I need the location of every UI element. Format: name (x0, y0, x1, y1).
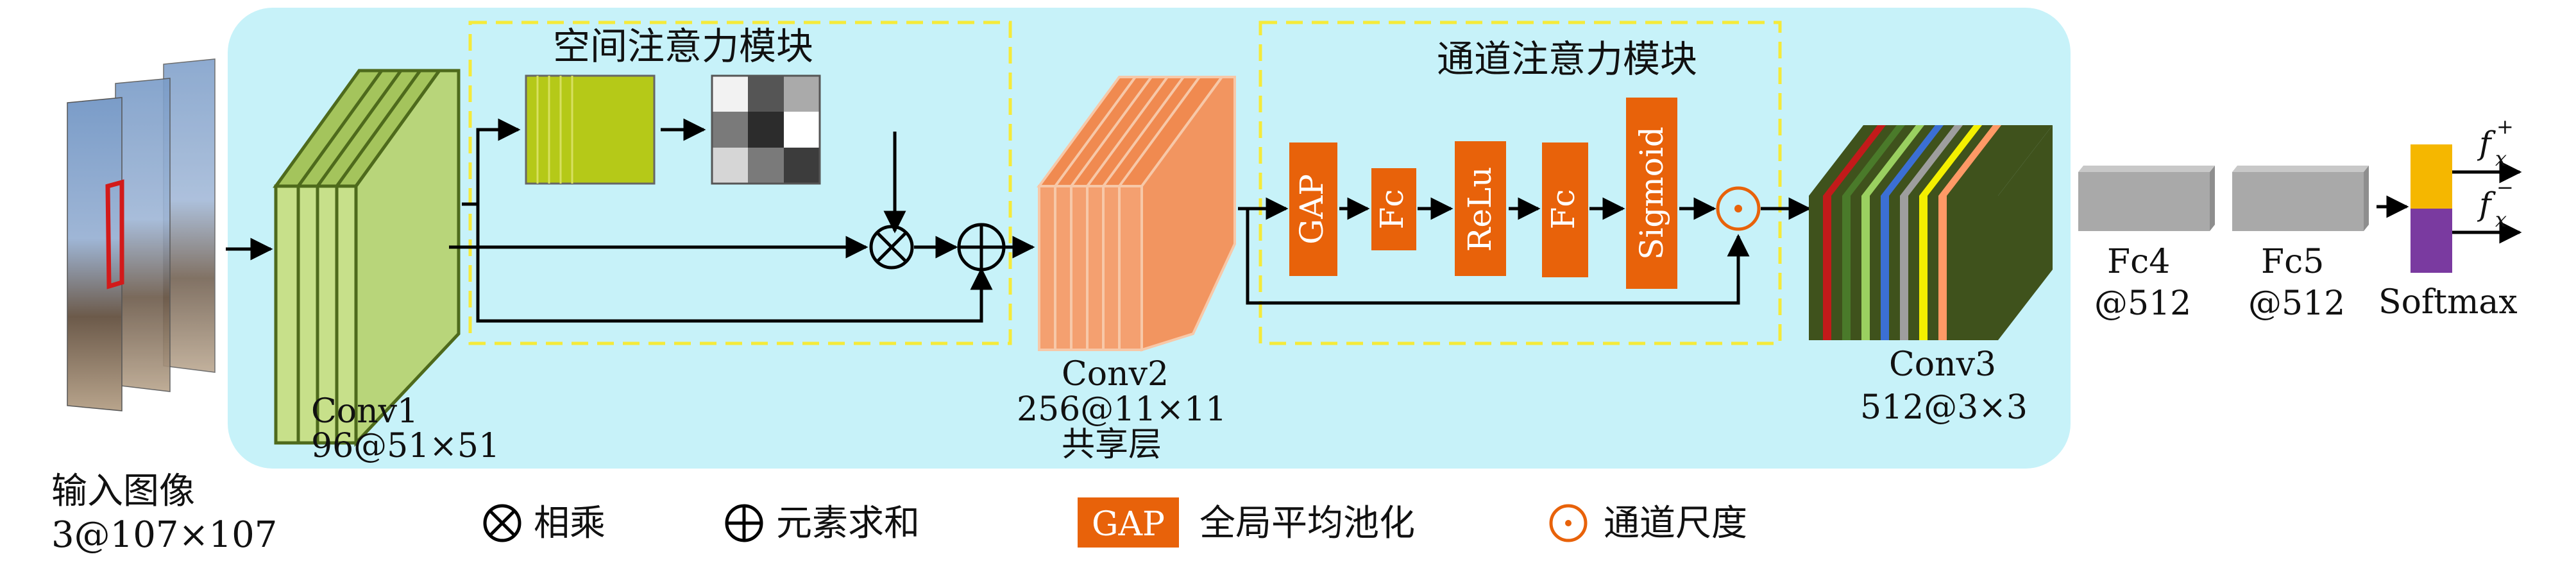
channel-module-title: 通道注意力模块 (1437, 37, 1697, 81)
spatial-attention-box (468, 21, 1012, 345)
conv2-dims: 256@11×11 (1017, 390, 1226, 429)
svg-text:全局平均池化: 全局平均池化 (1199, 503, 1415, 544)
spatial-grid-cell (748, 76, 784, 112)
channel-scale-operator (1716, 186, 1761, 231)
svg-text:f: f (2477, 125, 2496, 162)
spatial-attention-grid (711, 74, 821, 185)
conv3-stripe (1900, 125, 1963, 340)
svg-text:GAP: GAP (1293, 174, 1330, 245)
svg-text:−: − (2496, 175, 2514, 200)
spatial-grid-cell (784, 76, 820, 112)
conv2-note: 共享层 (1062, 426, 1162, 464)
spatial-grid-cell (784, 148, 820, 184)
fc4-dims: @512 (2094, 284, 2191, 323)
fc4-layer (2078, 166, 2215, 231)
conv3-stripe (1938, 125, 2001, 340)
conv2-title: Conv2 (1062, 355, 1169, 393)
softmax-layer (2411, 144, 2452, 273)
channel-attention-box (1258, 21, 1782, 345)
conv2-block (1037, 76, 1236, 352)
conv1-title: Conv1 (311, 392, 418, 431)
svg-text:GAP: GAP (1092, 505, 1165, 544)
spatial-module-title: 空间注意力模块 (553, 24, 813, 68)
svg-text:x: x (2495, 146, 2507, 171)
conv3-stripe (1881, 125, 1944, 340)
conv3-stripe (1842, 125, 1905, 340)
spatial-grid-cell (784, 112, 820, 148)
svg-text:ReLu: ReLu (1461, 167, 1498, 252)
spatial-grid-border (711, 74, 821, 185)
gap-box: GAP (1289, 142, 1337, 276)
conv3-stripe (1861, 125, 1924, 340)
svg-text:x: x (2495, 207, 2507, 232)
relu-box: ReLu (1455, 141, 1506, 276)
input-dims: 3@107×107 (51, 514, 277, 556)
conv3-stripe (1823, 125, 1886, 340)
conv3-title: Conv3 (1889, 345, 1996, 384)
spatial-grid-cell (748, 148, 784, 184)
svg-text:Fc: Fc (1545, 189, 1582, 230)
fc5-layer (2232, 166, 2369, 231)
input-image-stack (67, 58, 216, 411)
conv3-channel-stripes (1823, 125, 2001, 340)
spatial-feature-map (525, 74, 656, 185)
spatial-grid-cell (712, 112, 748, 148)
legend-scale: 通道尺度 (1549, 503, 1747, 544)
spatial-grid-cell (712, 76, 748, 112)
svg-text:元素求和: 元素求和 (776, 503, 920, 544)
sigmoid-box: Sigmoid (1626, 98, 1677, 289)
fc4-title: Fc4 (2107, 243, 2170, 281)
legend-multiply: 相乘 (483, 503, 606, 544)
svg-text:f: f (2477, 186, 2496, 223)
input-title: 输入图像 (51, 470, 195, 512)
add-operator (957, 223, 1006, 272)
multiply-operator (869, 225, 914, 270)
legend-gap: GAP 全局平均池化 (1078, 497, 1415, 548)
fc-box-1: Fc (1371, 168, 1416, 250)
fc-box-2: Fc (1542, 142, 1588, 277)
softmax-label: Softmax (2378, 283, 2518, 322)
svg-text:+: + (2496, 114, 2514, 139)
svg-text:Sigmoid: Sigmoid (1633, 126, 1670, 260)
conv3-stripe (1919, 125, 1982, 340)
conv1-dims: 96@51×51 (311, 427, 500, 465)
svg-text:Fc: Fc (1373, 189, 1411, 230)
f-negative-label: f − x (2477, 175, 2514, 232)
conv1-block (273, 69, 461, 447)
conv3-dims: 512@3×3 (1860, 388, 2028, 427)
spatial-grid-cell (712, 148, 748, 184)
svg-text:通道尺度: 通道尺度 (1604, 503, 1747, 544)
spatial-grid-cell (748, 112, 784, 148)
svg-text:相乘: 相乘 (534, 503, 606, 544)
fc5-title: Fc5 (2261, 243, 2324, 281)
f-positive-label: f + x (2477, 114, 2514, 171)
legend: 相乘 元素求和 GAP 全局平均池化 通道尺度 (483, 497, 1747, 548)
fc5-dims: @512 (2248, 284, 2345, 323)
legend-add: 元素求和 (725, 503, 920, 544)
